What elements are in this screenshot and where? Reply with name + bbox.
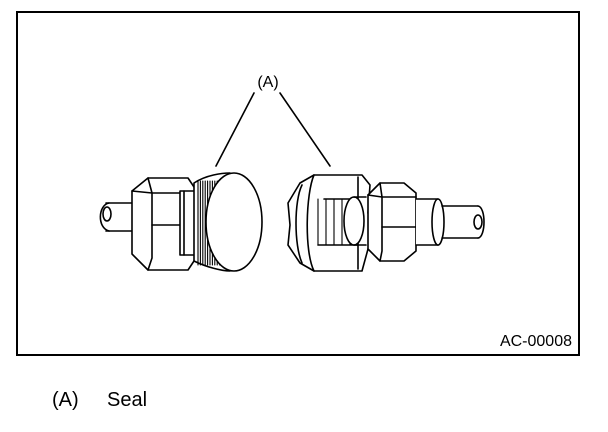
figure-frame: (A) — [16, 11, 580, 356]
legend: (A) Seal — [52, 389, 147, 412]
right-tube — [441, 205, 485, 239]
legend-text: Seal — [107, 389, 148, 411]
figure-id: AC-00008 — [500, 333, 572, 350]
callout-leader-lines — [215, 92, 331, 167]
callout-label: (A) — [257, 74, 278, 91]
seal-cap-face — [205, 172, 263, 272]
legend-key: (A) — [52, 389, 79, 411]
right-hex-nut — [367, 182, 417, 262]
right-sleeve — [415, 198, 445, 246]
pipe-joint-illustration: (A) — [99, 74, 572, 350]
right-flange — [343, 196, 367, 246]
